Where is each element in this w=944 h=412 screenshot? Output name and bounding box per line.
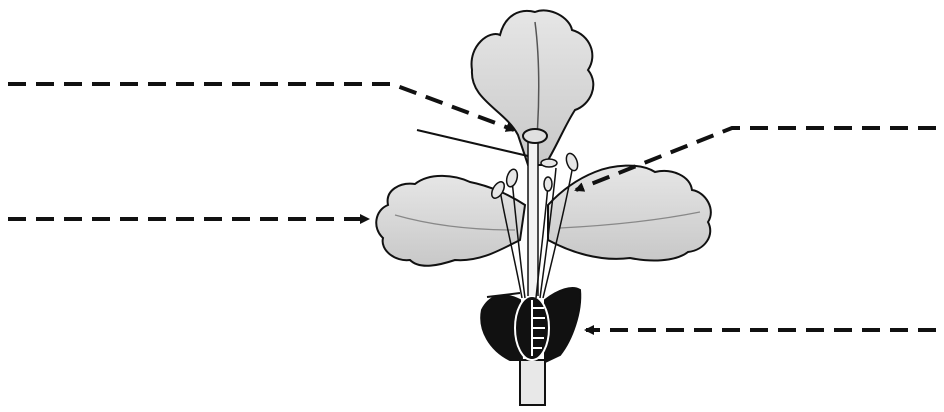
right-sepal [545, 288, 580, 362]
stigma-pointer-line [417, 130, 528, 156]
style [528, 140, 538, 296]
leader-line-anther [8, 84, 514, 130]
right-petal [548, 166, 711, 261]
flower-stalk [520, 360, 545, 405]
stigma [523, 129, 547, 143]
